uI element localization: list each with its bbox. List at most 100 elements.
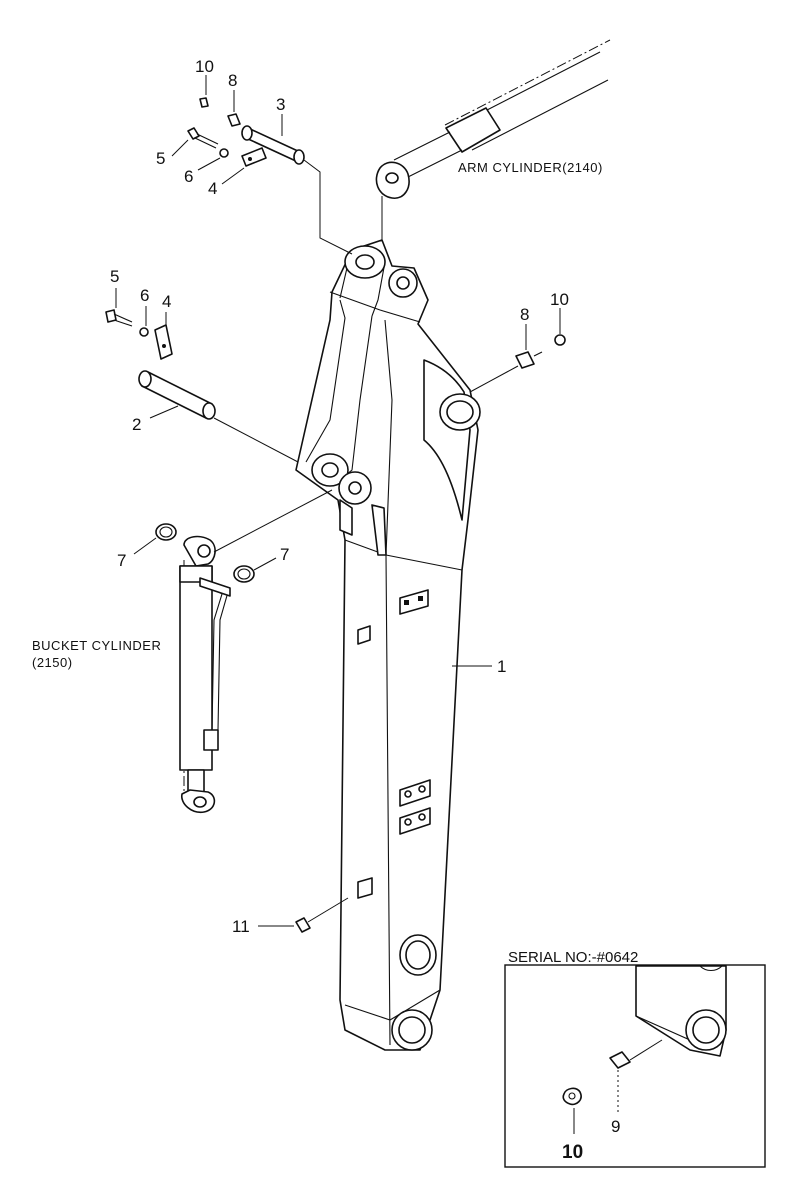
arm-cylinder-gland — [445, 107, 501, 153]
bolt-5b-head — [105, 309, 117, 323]
top-pin-set — [187, 97, 353, 255]
leader-7b — [253, 557, 277, 571]
boom-bracket-hole — [348, 481, 362, 495]
inset-fitting-leader — [629, 1039, 663, 1061]
boom-block-1 — [357, 625, 371, 645]
callout-7a: 7 — [117, 551, 126, 570]
middle-pin-set — [105, 309, 299, 463]
callout-3: 3 — [276, 95, 285, 114]
pipe-clamp-1-hole-b — [418, 596, 423, 601]
grease-fitting-8b — [515, 351, 535, 369]
callout-1: 1 — [497, 657, 506, 676]
leader-2 — [149, 405, 179, 419]
callout-6a: 6 — [184, 167, 193, 186]
cap-10b — [554, 334, 566, 346]
leader-4a — [221, 167, 245, 185]
washer-6 — [219, 148, 229, 158]
o-ring-7-left-inner — [159, 526, 173, 538]
boom-block-2 — [357, 877, 373, 899]
callout-7b: 7 — [280, 545, 289, 564]
inset-grease-fitting-9 — [609, 1051, 631, 1069]
inset-boom-hole — [692, 1016, 720, 1044]
right-pin-set — [469, 334, 566, 393]
boom-arm-hole — [396, 276, 410, 290]
pipe-clamp-2-hole-b — [418, 785, 426, 793]
bucket-cylinder-label-line1: BUCKET CYLINDER — [32, 638, 161, 653]
leader-6a — [197, 157, 221, 171]
leader-7a — [133, 537, 157, 555]
boom-tip-hole — [355, 254, 375, 270]
callout-8b: 8 — [520, 305, 529, 324]
boom-tab-left — [339, 499, 353, 536]
boom-tab-right — [371, 504, 387, 556]
lock-plate-4b — [154, 324, 173, 360]
boom-foot-edge — [344, 989, 441, 1021]
plug-11-leader — [307, 897, 349, 923]
callout-10c: 10 — [562, 1142, 583, 1163]
pipe-clamp-1-hole-a — [404, 600, 409, 605]
o-ring-7-left — [155, 523, 177, 541]
arm-cylinder-rod-end — [393, 131, 463, 179]
pipe-clamp-2-hole-a — [404, 790, 412, 798]
callout-8a: 8 — [228, 71, 237, 90]
pin-3-leader — [303, 159, 353, 255]
o-ring-7-right — [233, 565, 255, 583]
arm-cylinder-centerline — [444, 39, 611, 126]
callout-10a: 10 — [195, 57, 214, 76]
serial-number-label: SERIAL NO:-#0642 — [508, 949, 638, 966]
bucket-cylinder-hose-fitting — [203, 729, 219, 751]
right-pin-leader — [469, 365, 519, 393]
boom-foot-hole-upper — [405, 940, 431, 970]
boom-arm-cyl-hole — [446, 400, 474, 424]
pin-2-leader — [213, 417, 299, 463]
bucket-cylinder-port — [199, 577, 231, 597]
lock-plate-4b-hole — [162, 344, 166, 348]
grease-fitting-8 — [227, 113, 241, 127]
callout-4b: 4 — [162, 292, 171, 311]
callout-11: 11 — [232, 917, 250, 936]
boom-foot-hole — [398, 1016, 426, 1044]
bolt-5-shank — [194, 133, 219, 149]
callout-5b: 5 — [110, 267, 119, 286]
bucket-cylinder-leader — [213, 489, 333, 553]
callout-6b: 6 — [140, 286, 149, 305]
inset-boom-top-boss — [699, 965, 723, 972]
washer-6b — [139, 327, 149, 337]
bucket-cylinder-rod-hole — [193, 796, 207, 808]
callout-2: 2 — [132, 415, 141, 434]
bucket-cylinder — [179, 489, 333, 814]
bolt-5b-shank — [113, 313, 133, 327]
cap-10 — [199, 97, 209, 108]
pipe-clamp-3-hole-a — [404, 818, 412, 826]
boom-left-bracket — [305, 299, 346, 463]
callout-10b: 10 — [550, 290, 569, 309]
arm-cylinder-label: ARM CYLINDER(2140) — [458, 160, 603, 175]
boom-side-edge — [384, 319, 393, 1046]
bucket-cylinder-label-line2: (2150) — [32, 655, 73, 670]
plug-11 — [295, 897, 349, 933]
pin-3-end-right — [293, 149, 305, 165]
boom-top-plate — [329, 291, 421, 323]
plug-11-body — [295, 917, 311, 933]
bolt-5-head — [187, 127, 200, 140]
pipe-clamp-3-hole-b — [418, 813, 426, 821]
inset-cap-10-hole — [568, 1092, 576, 1100]
callout-9: 9 — [611, 1117, 620, 1136]
pin-2-body — [141, 371, 213, 419]
inset-cap-10 — [562, 1087, 582, 1106]
arm-cylinder-eye-hole — [385, 172, 399, 184]
pin-2-end-right — [202, 402, 216, 420]
bucket-cylinder-head-hole — [197, 544, 211, 558]
lock-plate-4 — [241, 147, 267, 167]
serial-inset — [504, 964, 766, 1168]
boom-bucket-cyl-hole — [321, 462, 339, 478]
boom-tip-edge — [371, 261, 386, 317]
grease-fitting-8b-nipple — [533, 351, 543, 357]
pin-3-end-left — [241, 125, 253, 141]
boom — [295, 239, 481, 1051]
lock-plate-4-hole — [248, 157, 252, 161]
callout-5a: 5 — [156, 149, 165, 168]
arm-cylinder — [375, 39, 611, 246]
